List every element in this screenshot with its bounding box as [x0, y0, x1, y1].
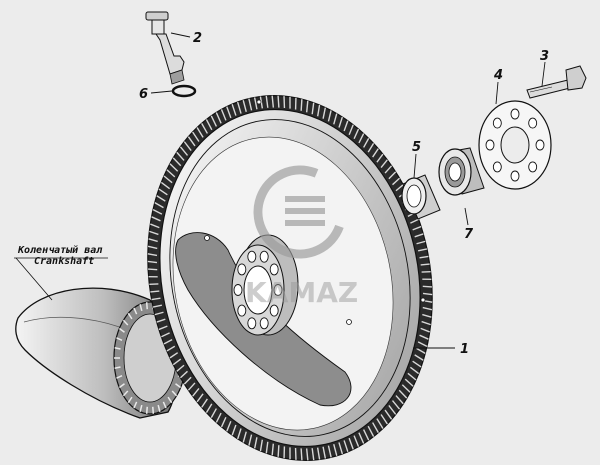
bushing	[401, 174, 441, 220]
crank-bolt-holes	[233, 250, 283, 330]
kamaz-watermark: KAMAZ	[245, 165, 358, 309]
watermark-text: KAMAZ	[245, 276, 358, 309]
crankshaft-label-ru: Коленчатый вал	[17, 244, 103, 256]
flywheel	[147, 95, 433, 461]
callout-7: 7	[464, 227, 474, 242]
ring-gear-teeth	[147, 95, 433, 461]
callout-1: 1	[460, 342, 469, 357]
callout-5: 5	[412, 140, 421, 155]
dowel-pin	[145, 11, 185, 85]
bolt-washer-plate	[478, 100, 552, 190]
callout-6: 6	[139, 87, 148, 102]
callout-2: 2	[193, 31, 202, 46]
leader-lines	[150, 32, 546, 349]
crankshaft-label: Коленчатый вал Crankshaft	[14, 244, 108, 301]
ball-bearing	[438, 147, 485, 196]
crankshaft-label-en: Crankshaft	[34, 256, 94, 267]
callout-3: 3	[540, 49, 549, 64]
flywheel-bolt	[526, 65, 587, 99]
callouts: 2 6 3 4 5 7 1	[139, 31, 549, 357]
callout-4: 4	[493, 68, 503, 83]
o-ring	[171, 84, 197, 98]
flywheel-hub	[231, 234, 299, 336]
